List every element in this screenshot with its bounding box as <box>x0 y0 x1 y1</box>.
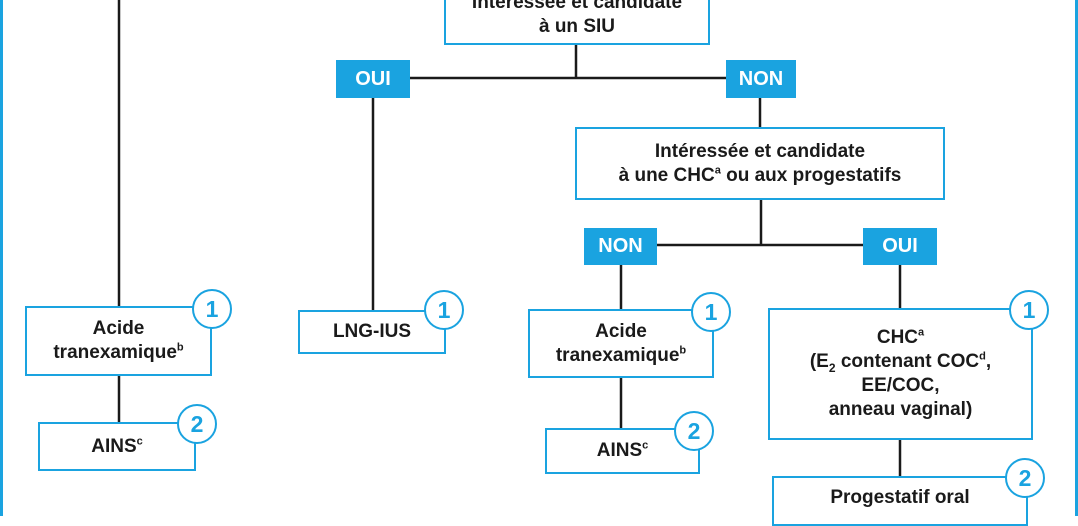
left-step1-badge: 1 <box>192 289 232 329</box>
chc-question-line2: à une CHCa ou aux progestatifs <box>618 164 902 186</box>
left-tranexamic-line1: Acide <box>92 318 145 339</box>
branch-tag-non-mid: NON <box>584 228 657 265</box>
left-ains-label: AINSc <box>91 435 143 457</box>
branch-tag-non-mid-label: NON <box>598 235 643 257</box>
branch-tag-oui-mid-label: OUI <box>882 235 918 257</box>
right-chc-line3: EE/COC, <box>861 375 940 396</box>
branch-tag-oui-top-label: OUI <box>355 67 391 90</box>
frame-left-border <box>0 0 3 516</box>
right-progestatif-label: Progestatif oral <box>830 487 970 508</box>
branch-tag-oui-mid: OUI <box>863 228 937 265</box>
lng-ius-label: LNG-IUS <box>332 321 412 342</box>
right-chc-line2: (E2 contenant COCd, <box>809 350 992 375</box>
chc-question-line1: Intéressée et candidate <box>654 140 866 162</box>
siu-question-line2: à un SIU <box>538 15 615 37</box>
branch-tag-non-top-label: NON <box>738 67 784 90</box>
right-chc-line1: CHCa <box>876 326 925 348</box>
center-ains-label: AINSc <box>596 439 649 461</box>
center-step1-badge: 1 <box>691 292 731 332</box>
siu-question-box: Intéressée et candidate à un SIU <box>444 0 710 45</box>
lng-ius-box: LNG-IUS <box>298 310 446 354</box>
lng-step1-badge: 1 <box>424 290 464 330</box>
center-tranexamic-line1: Acide <box>595 320 647 342</box>
left-ains-box: AINSc <box>38 422 196 471</box>
right-chc-line4: anneau vaginal) <box>828 399 973 420</box>
center-tranexamic-line2: tranexamiqueb <box>555 344 687 366</box>
left-step2-badge: 2 <box>177 404 217 444</box>
right-step2-badge: 2 <box>1005 458 1045 498</box>
right-step1-badge: 1 <box>1009 290 1049 330</box>
center-tranexamic-box: Acide tranexamiqueb <box>528 309 714 378</box>
branch-tag-oui-top: OUI <box>336 60 410 98</box>
left-tranexamic-box: Acide tranexamiqueb <box>25 306 212 376</box>
left-tranexamic-line2: tranexamiqueb <box>53 341 184 363</box>
frame-right-border <box>1075 0 1078 516</box>
siu-question-line1: Intéressée et candidate <box>471 0 683 13</box>
branch-tag-non-top: NON <box>726 60 796 98</box>
right-progestatif-box: Progestatif oral <box>772 476 1028 526</box>
center-step2-badge: 2 <box>674 411 714 451</box>
right-chc-box: CHCa (E2 contenant COCd, EE/COC, anneau … <box>768 308 1033 440</box>
chc-question-box: Intéressée et candidate à une CHCa ou au… <box>575 127 945 200</box>
